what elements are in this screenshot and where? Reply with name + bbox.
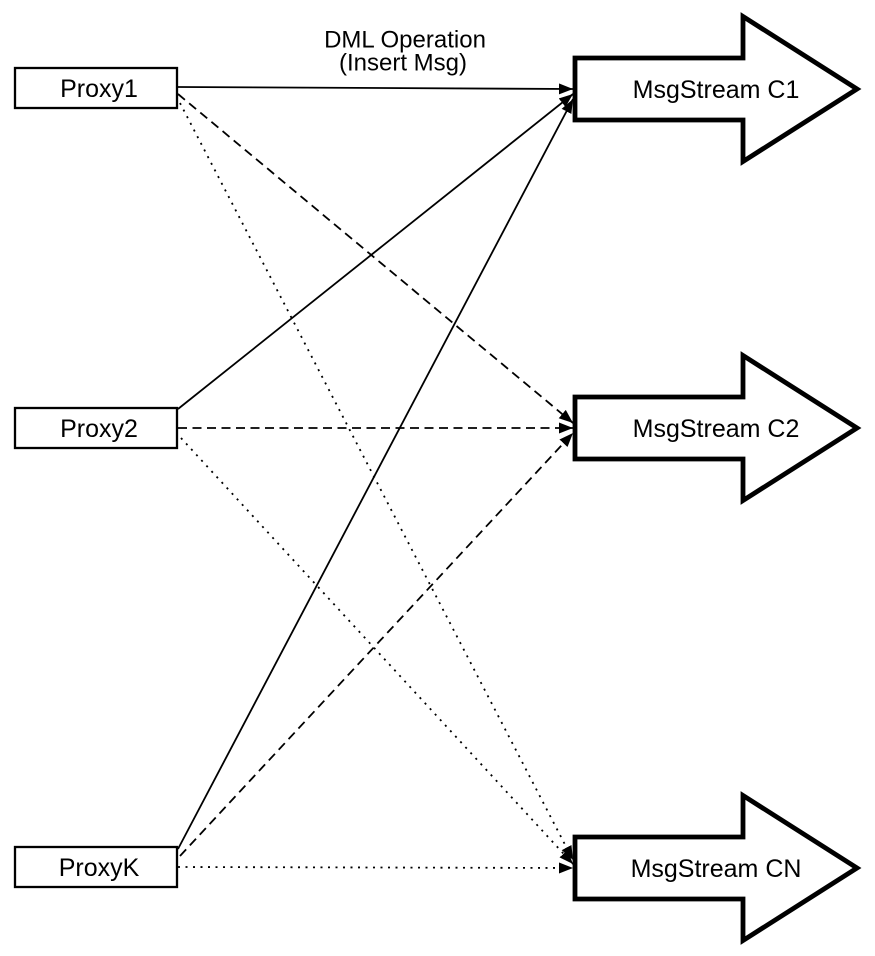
msgstream-c2-label: MsgStream C2 xyxy=(633,415,800,443)
edge-proxy2-to-msgstream-c1-solid xyxy=(177,93,574,410)
edge-proxy1-to-msgstream-c2-dashed xyxy=(177,93,574,424)
dml-operation-label-line2: (Insert Msg) xyxy=(339,50,467,77)
edge-proxy1-to-msgstream-cn-dotted xyxy=(179,102,574,861)
proxy2-label: Proxy2 xyxy=(60,415,138,443)
proxyk-label: ProxyK xyxy=(59,854,140,882)
dml-operation-label-line1: DML Operation xyxy=(324,27,486,54)
edge-proxyk-to-msgstream-cn-dotted xyxy=(177,862,574,874)
msgstream-c1-arrow xyxy=(572,12,862,166)
edge-proxy1-to-msgstream-c1-solid xyxy=(177,83,574,95)
msgstream-c2-arrow xyxy=(572,351,862,505)
edge-proxyk-to-msgstream-c1-solid xyxy=(177,98,574,850)
msgstream-c1-label: MsgStream C1 xyxy=(633,76,800,104)
msgstream-cn-arrow xyxy=(572,791,862,945)
msgstream-cn-label: MsgStream CN xyxy=(631,855,802,883)
edge-proxyk-to-msgstream-c2-dashed xyxy=(179,432,574,857)
proxyk-box xyxy=(13,845,179,889)
proxy2-box xyxy=(13,406,179,450)
edge-proxy2-to-msgstream-cn-dotted xyxy=(180,437,574,865)
proxy1-label: Proxy1 xyxy=(60,75,138,103)
proxy1-box xyxy=(13,66,179,110)
